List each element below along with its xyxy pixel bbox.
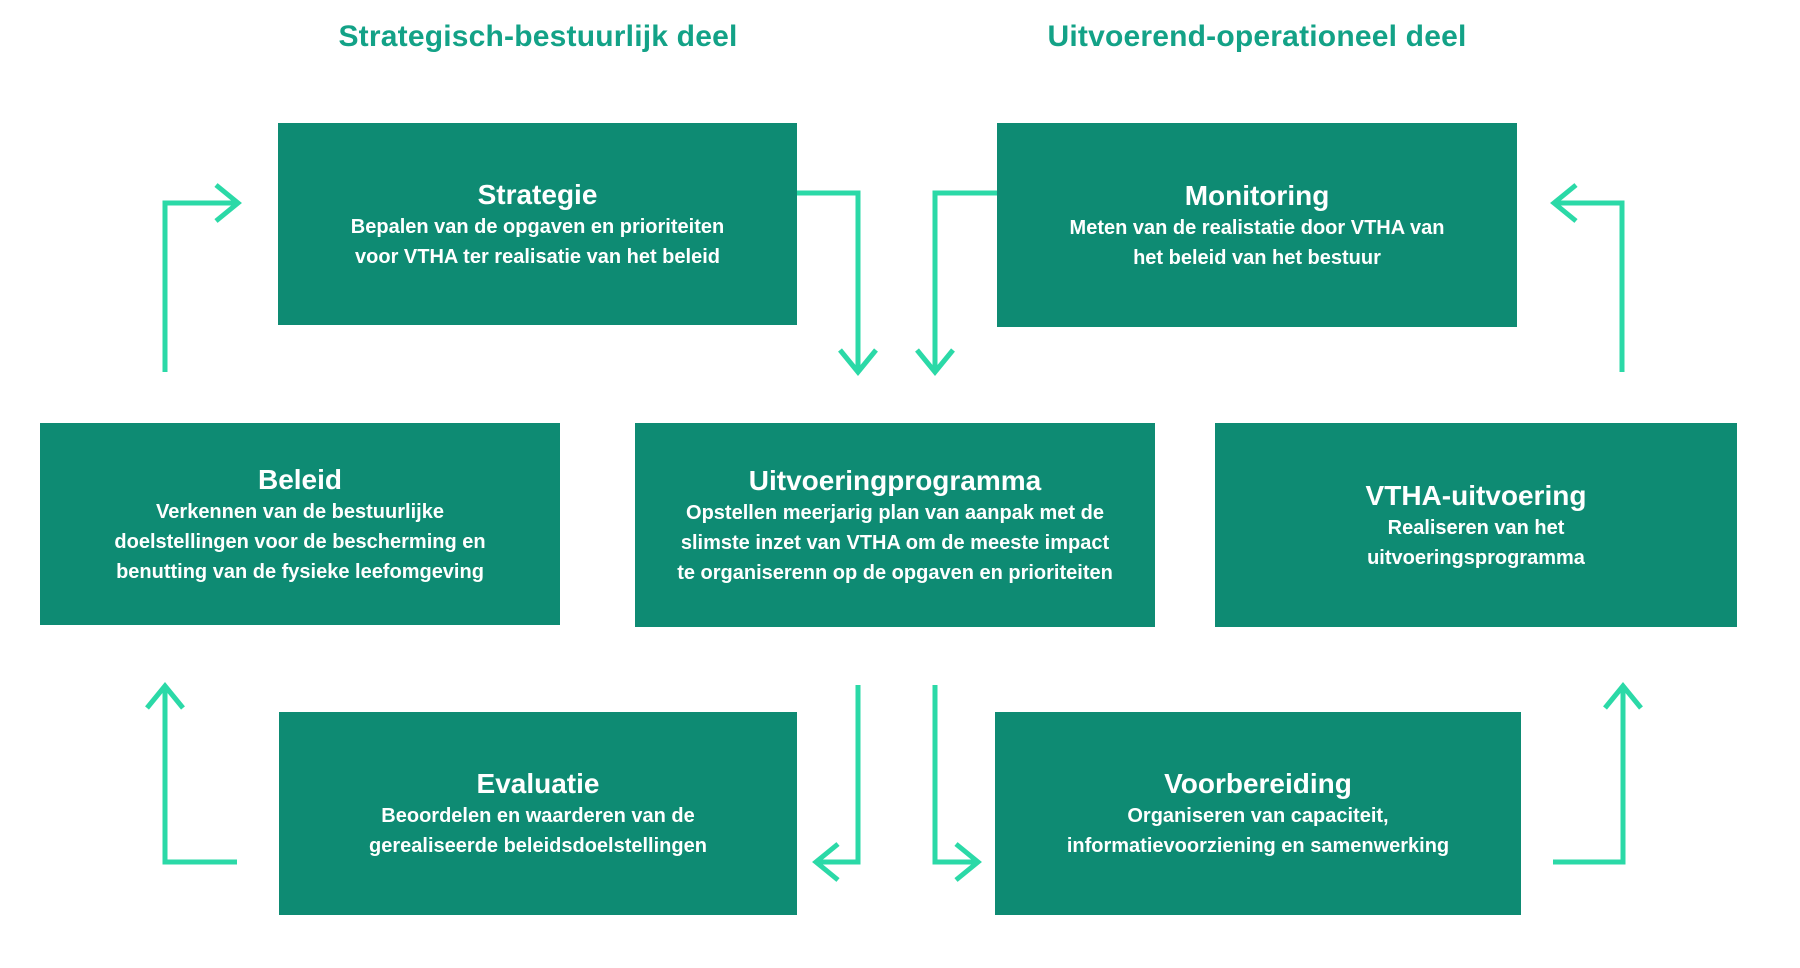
arrow-evaluatie-to-beleid	[145, 682, 237, 865]
box-uitvoeringprogramma: Uitvoeringprogramma Opstellen meerjarig …	[635, 423, 1155, 627]
box-description: Opstellen meerjarig plan van aanpak met …	[677, 501, 1113, 584]
arrow-uitvoeringprogramma-to-evaluatie	[812, 685, 861, 882]
box-evaluatie: Evaluatie Beoordelen en waarderen van de…	[279, 712, 797, 915]
box-monitoring: Monitoring Meten van de realistatie door…	[997, 123, 1517, 327]
box-description: Beoordelen en waarderen van de gerealise…	[369, 805, 707, 857]
box-title: Beleid	[257, 463, 343, 495]
box-description: Bepalen van de opgaven en prioriteiten v…	[350, 215, 725, 268]
box-strategie: Strategie Bepalen van de opgaven en prio…	[278, 123, 797, 325]
arrow-strategie-to-uitvoeringprogramma	[797, 190, 878, 376]
box-description: Verkennen van de bestuurlijke doelstelli…	[114, 500, 486, 583]
box-vtha-uitvoering: VTHA-uitvoering Realiseren van het uitvo…	[1215, 423, 1737, 627]
section-header-uitvoerend-operationeel: Uitvoerend-operationeel deel	[1047, 20, 1467, 53]
box-title: Monitoring	[1184, 179, 1330, 211]
box-title: VTHA-uitvoering	[1365, 479, 1587, 511]
box-title: Voorbereiding	[1164, 768, 1352, 799]
box-title: Uitvoeringprogramma	[748, 464, 1042, 496]
box-beleid: Beleid Verkennen van de bestuurlijke doe…	[40, 423, 560, 625]
box-title: Evaluatie	[476, 768, 600, 799]
box-title: Strategie	[477, 178, 598, 210]
box-description: Organiseren van capaciteit, informatievo…	[1066, 805, 1450, 857]
arrow-beleid-to-strategie	[162, 183, 242, 372]
box-voorbereiding: Voorbereiding Organiseren van capaciteit…	[995, 712, 1521, 915]
arrow-uitvoeringprogramma-to-voorbereiding	[932, 685, 982, 882]
arrow-voorbereiding-to-vtha	[1553, 682, 1643, 865]
box-description: Meten van de realistatie door VTHA van h…	[1069, 216, 1445, 269]
arrow-vtha-to-monitoring	[1550, 183, 1625, 372]
section-header-strategisch-bestuurlijk: Strategisch-bestuurlijk deel	[338, 20, 738, 53]
box-description: Realiseren van het uitvoeringsprogramma	[1367, 516, 1585, 569]
